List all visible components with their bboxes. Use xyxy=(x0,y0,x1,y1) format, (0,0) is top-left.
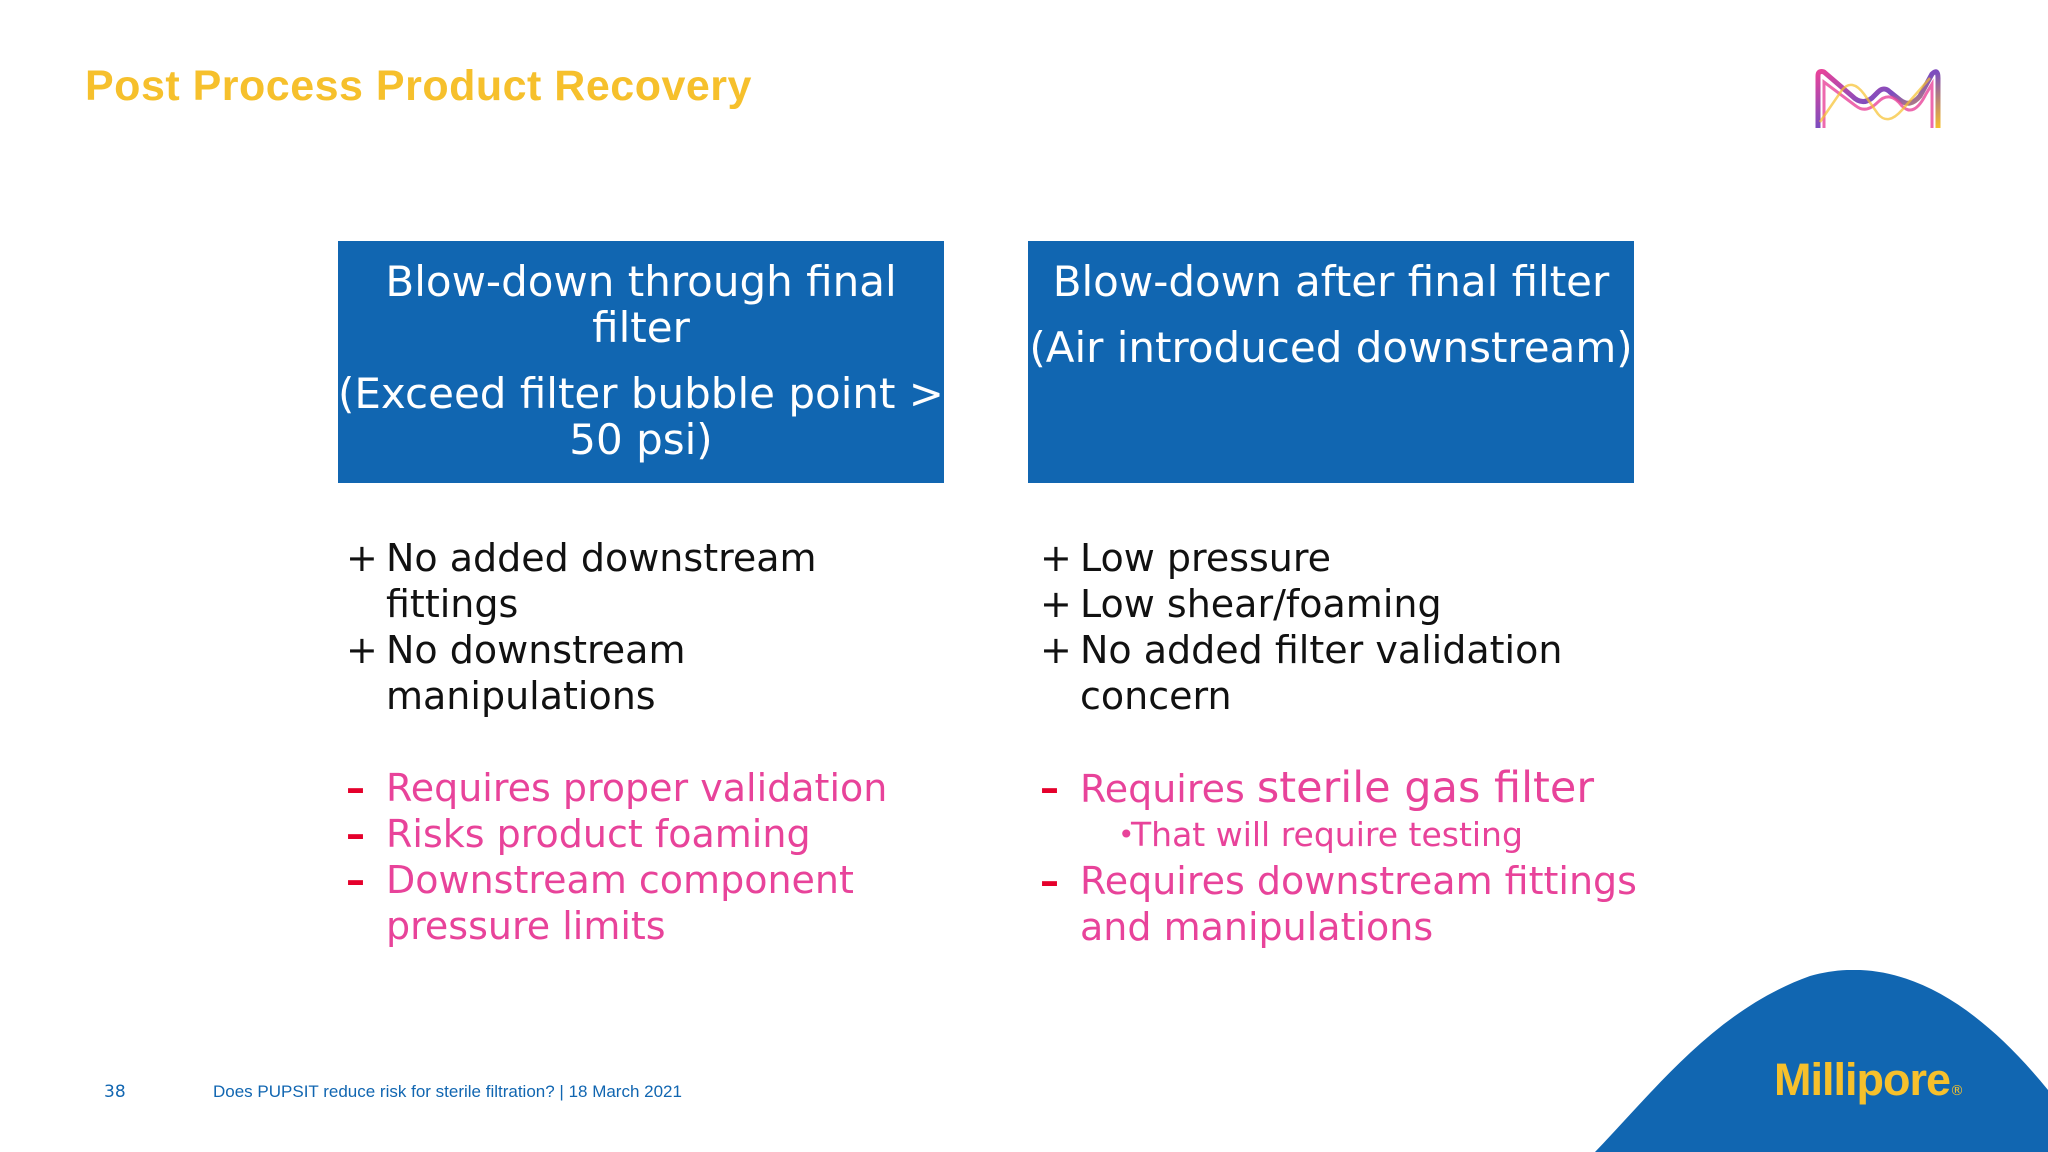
right-pros-cons-list: +Low pressure +Low shear/foaming +No add… xyxy=(1040,535,1660,950)
header-box-blowdown-after-filter: Blow-down after final filter (Air introd… xyxy=(1028,241,1634,483)
pro-item: +No added downstream fittings xyxy=(346,536,817,626)
pro-item: +No downstream manipulations xyxy=(346,628,686,718)
minus-marker: – xyxy=(346,812,365,856)
con-item: –Downstream component pressure limits xyxy=(346,858,854,948)
minus-marker: – xyxy=(1040,859,1059,903)
plus-marker: + xyxy=(346,536,378,580)
box-heading: Blow-down through final filter xyxy=(385,257,897,352)
slide-title: Post Process Product Recovery xyxy=(85,62,752,110)
brand-corner-shape xyxy=(1595,970,2048,1152)
minus-marker: – xyxy=(346,766,365,810)
pro-item: +Low shear/foaming xyxy=(1040,582,1442,626)
list-spacer xyxy=(346,719,926,765)
con-item: –Requires proper validation xyxy=(346,766,888,810)
sub-item: •That will require testing xyxy=(1040,812,1660,858)
plus-marker: + xyxy=(1040,536,1072,580)
con-item: –Risks product foaming xyxy=(346,812,811,856)
list-spacer xyxy=(1040,719,1660,765)
bullet-dot-icon: • xyxy=(1118,818,1135,851)
con-item: –Requires sterile gas filter xyxy=(1040,763,1595,813)
left-pros-cons-list: +No added downstream fittings +No downst… xyxy=(346,535,926,949)
minus-marker: – xyxy=(346,858,365,902)
box-subheading: (Air introduced downstream) xyxy=(1029,323,1633,372)
plus-marker: + xyxy=(346,628,378,672)
page-number: 38 xyxy=(104,1082,126,1102)
pro-item: +Low pressure xyxy=(1040,536,1332,580)
header-box-blowdown-through-filter: Blow-down through final filter (Exceed f… xyxy=(338,241,944,483)
minus-marker: – xyxy=(1040,766,1059,810)
pro-item: +No added filter validation concern xyxy=(1040,628,1563,718)
plus-marker: + xyxy=(1040,582,1072,626)
plus-marker: + xyxy=(1040,628,1072,672)
emphasis-text: sterile gas filter xyxy=(1256,763,1595,813)
registered-mark: ® xyxy=(1950,1083,1964,1099)
con-item: –Requires downstream fittings and manipu… xyxy=(1040,859,1637,949)
millipore-brand-logo: Millipore xyxy=(1774,1054,1951,1105)
box-heading: Blow-down after final filter xyxy=(1052,257,1610,306)
merck-m-logo-icon xyxy=(1815,69,1941,128)
footer-text: Does PUPSIT reduce risk for sterile filt… xyxy=(213,1082,682,1101)
box-subheading: (Exceed filter bubble point > 50 psi) xyxy=(338,369,944,464)
